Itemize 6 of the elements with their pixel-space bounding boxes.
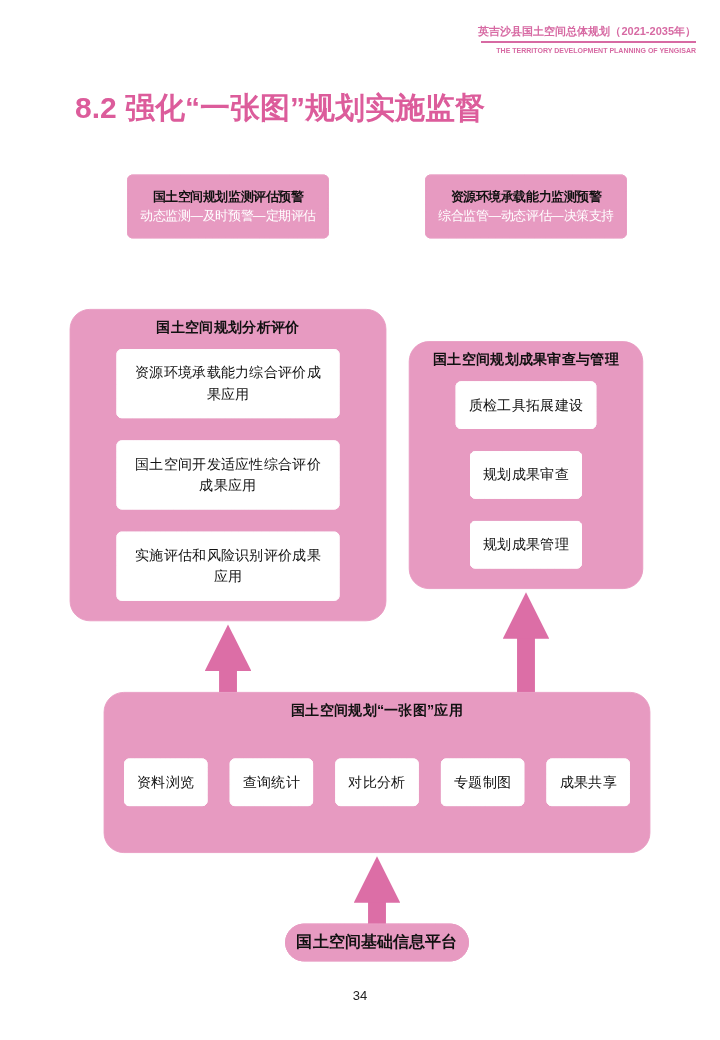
arrow — [353, 856, 401, 925]
arrow — [204, 624, 252, 693]
arrow — [502, 592, 550, 693]
running-header: 英吉沙县国土空间总体规划（2021-2035年） — [478, 24, 696, 39]
page-number: 34 — [352, 988, 368, 1003]
page-title: 8.2 强化“一张图”规划实施监督 — [75, 90, 486, 126]
